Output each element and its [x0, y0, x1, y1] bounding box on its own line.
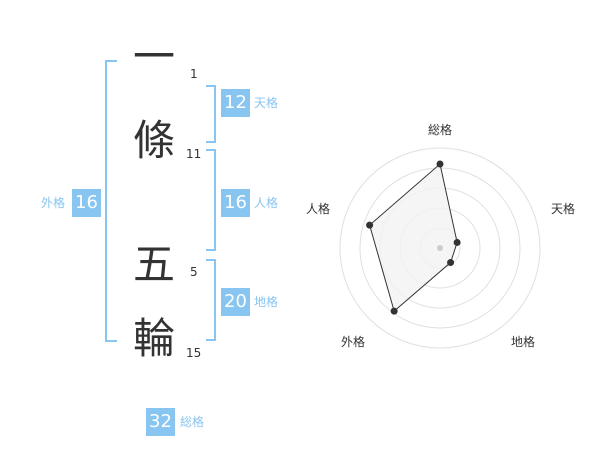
name-char-2: 條	[132, 116, 175, 165]
radar-axis-label-chikaku: 地格	[511, 335, 536, 349]
tenkaku-bracket	[206, 85, 216, 143]
radar-area	[369, 163, 458, 312]
tenkaku-label: 天格	[254, 96, 279, 110]
jinkaku-badge: 16	[221, 189, 250, 217]
stroke-count-4: 15	[186, 346, 202, 360]
name-char-3: 五	[132, 240, 175, 289]
gaikaku-label: 外格	[41, 196, 66, 210]
radar-axis-label-tenkaku: 天格	[551, 202, 576, 216]
stroke-count-1: 1	[190, 67, 198, 81]
radar-point-2	[447, 259, 455, 267]
chikaku-label: 地格	[254, 295, 279, 309]
gaikaku-bracket	[105, 60, 117, 342]
radar-point-4	[366, 221, 374, 229]
radar-chart	[339, 147, 541, 349]
radar-point-0	[436, 160, 444, 168]
jinkaku-label: 人格	[254, 196, 279, 210]
gaikaku-badge: 16	[72, 189, 101, 217]
soukaku-badge: 32	[146, 408, 175, 436]
tenkaku-badge: 12	[221, 89, 250, 117]
soukaku-label: 総格	[180, 415, 205, 429]
chikaku-bracket	[206, 259, 216, 341]
radar-ring	[339, 147, 541, 349]
stroke-count-2: 11	[186, 147, 202, 161]
chikaku-badge: 20	[221, 288, 250, 316]
stroke-count-3: 5	[190, 265, 198, 279]
radar-axis-label-soukaku: 総格	[428, 123, 453, 137]
name-char-1: 一	[132, 32, 175, 81]
radar-axis-label-gaikaku: 外格	[341, 335, 366, 349]
jinkaku-bracket	[206, 149, 216, 251]
radar-axis-label-jinkaku: 人格	[306, 202, 331, 216]
name-char-4: 輪	[132, 314, 175, 363]
radar-point-1	[453, 238, 461, 246]
radar-center-point	[437, 245, 443, 251]
radar-point-3	[390, 307, 398, 315]
